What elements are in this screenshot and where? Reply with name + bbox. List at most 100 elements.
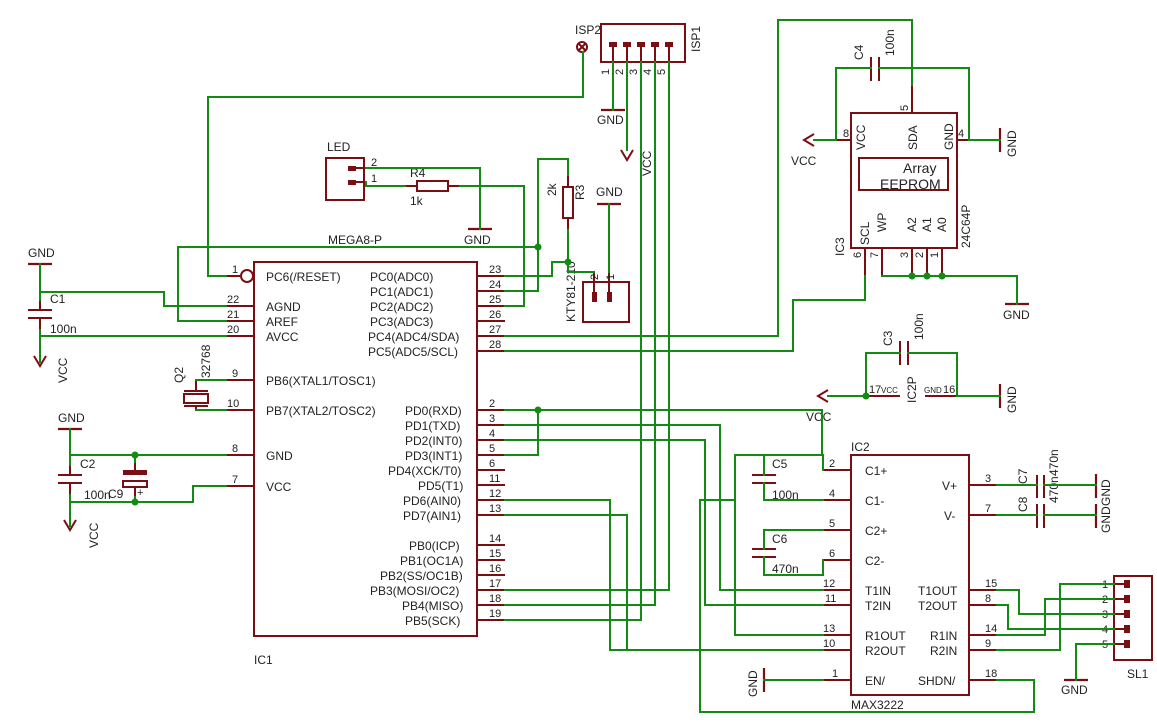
svg-text:R1IN: R1IN xyxy=(930,629,957,643)
r4-name: R4 xyxy=(410,166,426,180)
svg-text:1: 1 xyxy=(600,69,612,75)
svg-text:14: 14 xyxy=(985,623,997,635)
svg-text:PC3(ADC3): PC3(ADC3) xyxy=(370,315,433,329)
r4-value: 1k xyxy=(410,194,424,208)
q2-name: Q2 xyxy=(172,367,186,383)
c2-value: 100n xyxy=(84,488,111,502)
gnd-kty: GND xyxy=(596,185,623,206)
svg-text:PB1(OC1A): PB1(OC1A) xyxy=(400,554,463,568)
svg-text:21: 21 xyxy=(227,309,239,321)
svg-text:13: 13 xyxy=(489,503,501,515)
svg-text:PD1(TXD): PD1(TXD) xyxy=(405,419,460,433)
ic2p-vcc-pin: 17 xyxy=(869,384,881,396)
r3-value: 2k xyxy=(545,182,559,196)
c5-name: C5 xyxy=(772,457,788,471)
c3-value: 100n xyxy=(912,313,926,340)
svg-text:4: 4 xyxy=(489,428,495,440)
svg-text:PC1(ADC1): PC1(ADC1) xyxy=(370,285,433,299)
cap-c6: C6 470n xyxy=(752,532,799,576)
svg-text:28: 28 xyxy=(489,339,501,351)
svg-text:1: 1 xyxy=(605,274,617,280)
svg-text:PD7(AIN1): PD7(AIN1) xyxy=(403,509,461,523)
svg-text:GND: GND xyxy=(1099,506,1113,533)
svg-text:5: 5 xyxy=(899,105,911,111)
svg-text:9: 9 xyxy=(232,368,238,380)
svg-text:7: 7 xyxy=(232,474,238,486)
gnd-isp: GND xyxy=(597,108,625,127)
svg-text:PD0(RXD): PD0(RXD) xyxy=(405,404,462,418)
svg-text:GND: GND xyxy=(464,233,491,247)
ic2-name: IC2 xyxy=(851,440,870,454)
svg-text:PC5(ADC5/SCL): PC5(ADC5/SCL) xyxy=(368,345,458,359)
svg-text:PD2(INT0): PD2(INT0) xyxy=(405,434,462,448)
svg-text:12: 12 xyxy=(823,578,835,590)
svg-text:GND: GND xyxy=(58,411,85,425)
svg-text:VCC: VCC xyxy=(806,410,832,424)
gnd-r4: GND xyxy=(464,227,492,247)
ic2p-vcc-label: VCC xyxy=(881,386,898,395)
svg-text:12: 12 xyxy=(489,488,501,500)
cap-c2: C2 100n xyxy=(58,457,111,502)
svg-text:10: 10 xyxy=(227,398,239,410)
svg-text:GND: GND xyxy=(1099,479,1113,506)
q2-value: 32768 xyxy=(199,344,213,378)
svg-text:15: 15 xyxy=(489,548,501,560)
svg-text:24: 24 xyxy=(489,279,501,291)
c5-value: 100n xyxy=(772,488,799,502)
svg-text:PB0(ICP): PB0(ICP) xyxy=(409,539,460,553)
cap-c1: C1 100n xyxy=(28,292,77,336)
svg-text:2: 2 xyxy=(914,252,926,258)
svg-text:GND: GND xyxy=(1005,386,1019,413)
svg-text:5: 5 xyxy=(656,69,668,75)
ic2p-power: 17 VCC GND 16 IC2P xyxy=(866,376,957,403)
ic2p-gnd-label: GND xyxy=(924,386,942,395)
ic3-pin-7: 7WP xyxy=(869,213,889,276)
svg-text:9: 9 xyxy=(985,638,991,650)
ic3-name: IC3 xyxy=(833,237,847,256)
cap-c3: C3 100n xyxy=(881,313,926,365)
svg-text:16: 16 xyxy=(489,563,501,575)
svg-text:8: 8 xyxy=(232,443,238,455)
svg-text:3: 3 xyxy=(899,252,911,258)
svg-text:1: 1 xyxy=(371,173,377,185)
cap-c9: + C9 xyxy=(108,462,148,501)
svg-text:GND: GND xyxy=(597,113,624,127)
svg-text:10: 10 xyxy=(823,638,835,650)
svg-text:2: 2 xyxy=(829,458,835,470)
ic2-pin-3: 3V+ xyxy=(942,473,997,493)
svg-text:R1OUT: R1OUT xyxy=(865,629,906,643)
svg-text:PC0(ADC0): PC0(ADC0) xyxy=(370,270,433,284)
svg-text:25: 25 xyxy=(489,294,501,306)
svg-text:VCC: VCC xyxy=(640,150,654,176)
svg-text:23: 23 xyxy=(489,264,501,276)
c4-name: C4 xyxy=(852,44,866,60)
c7-value: 470n xyxy=(1047,476,1061,503)
ic3-value: 24C64P xyxy=(959,205,973,248)
svg-text:AVCC: AVCC xyxy=(266,330,299,344)
svg-text:11: 11 xyxy=(489,473,500,485)
svg-text:2: 2 xyxy=(589,274,601,280)
kty-name: KTY81-210 xyxy=(564,261,578,322)
svg-text:PB6(XTAL1/TOSC1): PB6(XTAL1/TOSC1) xyxy=(266,374,376,388)
vcc-symbols: VCC VCC VCC VCC VCC xyxy=(33,133,832,548)
cap-c4: C4 100n xyxy=(852,29,897,81)
svg-text:R2OUT: R2OUT xyxy=(865,644,906,658)
svg-text:20: 20 xyxy=(227,324,239,336)
